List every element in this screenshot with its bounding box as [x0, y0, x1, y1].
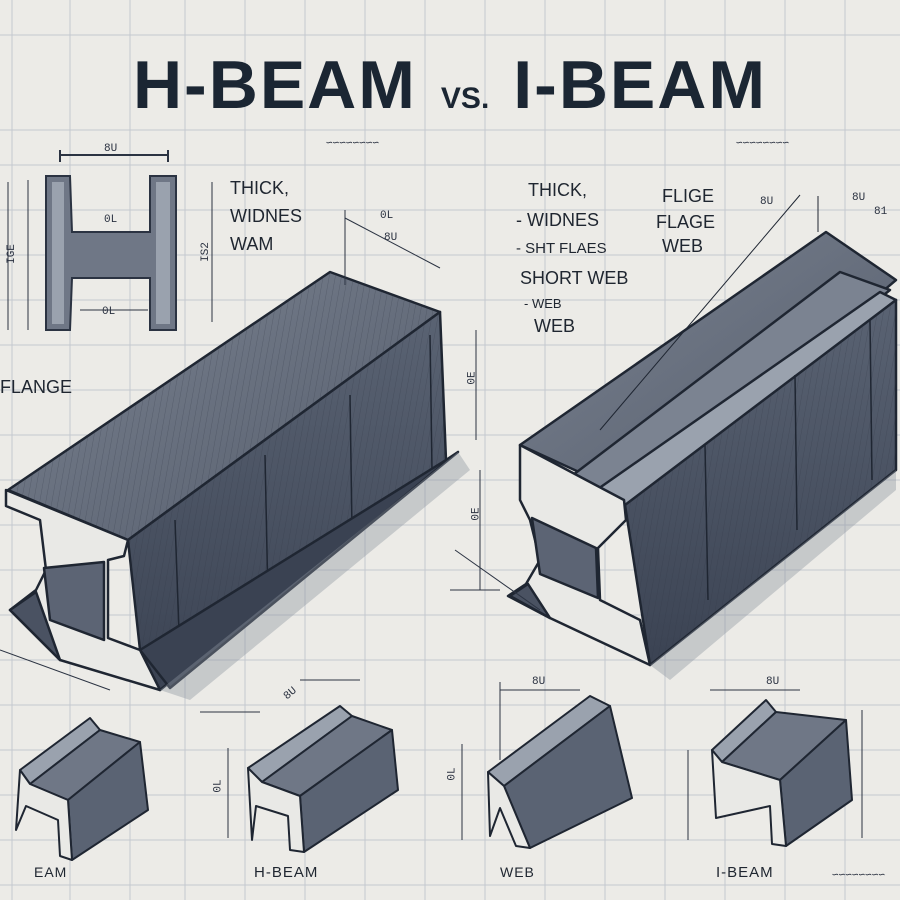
dim-label-11: 8U	[852, 192, 866, 204]
right-note-widnes: - WIDNES	[516, 210, 599, 230]
h-beam-large	[4, 270, 470, 700]
header-mark-right: ∽∽∽∽∽∽∽∽	[736, 138, 789, 150]
dim-label-1: 8U	[104, 143, 118, 155]
title-h-beam: H-BEAM	[132, 47, 417, 123]
caption-web: WEB	[500, 864, 535, 880]
caption-mark: ∽∽∽∽∽∽∽∽	[832, 870, 885, 882]
dim-label-3: 0L	[102, 306, 116, 318]
dim-label-10: 8U	[760, 196, 774, 208]
header-mark-left: ∽∽∽∽∽∽∽∽	[326, 138, 379, 150]
dim-label-8: 0E	[466, 371, 479, 385]
right-side-flage: FLAGE	[656, 212, 716, 232]
small-beam-1	[15, 717, 149, 861]
caption-i-beam: I-BEAM	[716, 864, 774, 881]
right-side-fliage: FLIGE	[662, 186, 715, 206]
right-note-short-web: SHORT WEB	[520, 268, 629, 288]
dim-label-16: 0L	[446, 767, 459, 781]
small-beam-3	[487, 695, 633, 849]
left-note-thick: THICK,	[230, 178, 290, 198]
dim-label-4: IGE	[5, 244, 18, 264]
i-beam-large	[506, 194, 898, 680]
dim-label-9: 0E	[470, 507, 483, 521]
small-beam-2	[247, 705, 399, 853]
dim-label-12: 81	[874, 206, 888, 218]
right-note-web-dash: - WEB	[524, 296, 562, 311]
right-note-web: WEB	[534, 316, 576, 336]
dim-label-17: 8U	[766, 676, 780, 688]
dim-label-15: 8U	[532, 676, 546, 688]
h-beam-cross-section	[7, 150, 213, 331]
flange-label: FLANGE	[0, 377, 73, 397]
right-note-sht-flaes: - SHT FLAES	[516, 240, 607, 257]
dim-label-2: 0L	[104, 214, 118, 226]
right-note-thick: THICK,	[528, 180, 588, 200]
left-note-wam: WAM	[230, 234, 274, 254]
caption-h-beam: H-BEAM	[254, 864, 319, 881]
title-i-beam: I-BEAM	[513, 47, 768, 123]
dim-label-5: IS2	[199, 242, 212, 262]
dim-label-7: 8U	[384, 232, 398, 244]
page-title: H-BEAM VS. I-BEAM	[0, 46, 900, 124]
caption-eam: EAM	[34, 864, 68, 880]
left-note-widnes: WIDNES	[230, 206, 302, 226]
title-vs: VS.	[440, 82, 490, 115]
dim-label-14: 0L	[212, 779, 225, 793]
small-beam-4	[711, 699, 853, 847]
dimension-lines	[0, 210, 863, 840]
right-side-web: WEB	[662, 236, 704, 256]
dim-label-6: 0L	[380, 210, 394, 222]
